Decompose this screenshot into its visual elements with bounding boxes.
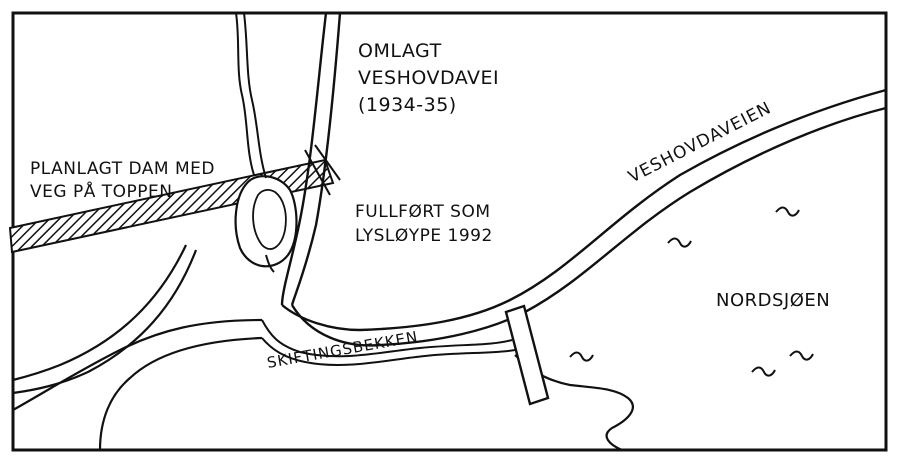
wave-mark — [667, 237, 692, 248]
wave-mark — [775, 206, 800, 217]
wave-mark — [789, 350, 814, 361]
old-road-right-edge — [290, 12, 342, 306]
label-nordsjoen: NORDSJØEN — [716, 290, 831, 311]
pier — [504, 304, 550, 406]
label-fullfort-line2: LYSLØYPE 1992 — [355, 226, 493, 246]
coastline — [514, 354, 634, 452]
road-south-right — [98, 336, 263, 451]
label-fullfort-line1: FULLFØRT SOM — [355, 202, 491, 222]
veshovdaveien-road-lower — [290, 106, 887, 347]
label-planlagt-line2: VEG PÅ TOPPEN — [30, 182, 173, 202]
left-road-lower — [12, 249, 198, 395]
veshovdaveien-road-upper — [281, 88, 887, 332]
dam-end-mark-2 — [314, 144, 341, 181]
stream-upper-right — [243, 12, 267, 179]
label-omlagt-line3: (1934-35) — [358, 94, 457, 116]
label-omlagt: OMLAGT VESHOVDAVEI (1934-35) — [358, 38, 499, 119]
pond-inner — [252, 188, 287, 250]
road-south-left — [12, 318, 263, 411]
stream-upper-left — [235, 12, 255, 176]
label-omlagt-line1: OMLAGT — [358, 40, 442, 62]
label-veshovdaveien: VESHOVDAVEIEN — [625, 98, 775, 187]
skiftingsbekken-upper — [261, 319, 513, 358]
old-road-left-edge — [280, 12, 328, 306]
left-road-upper — [12, 244, 187, 382]
label-planlagt-line1: PLANLAGT DAM MED — [30, 159, 215, 179]
skiftingsbekken-lower — [261, 337, 516, 366]
label-fullfort: FULLFØRT SOM LYSLØYPE 1992 — [355, 200, 493, 248]
wave-mark — [751, 366, 776, 377]
wave-mark — [569, 351, 594, 362]
stream-lower — [265, 254, 275, 273]
label-planlagt-dam: PLANLAGT DAM MED VEG PÅ TOPPEN — [30, 158, 215, 204]
label-omlagt-line2: VESHOVDAVEI — [358, 67, 500, 89]
